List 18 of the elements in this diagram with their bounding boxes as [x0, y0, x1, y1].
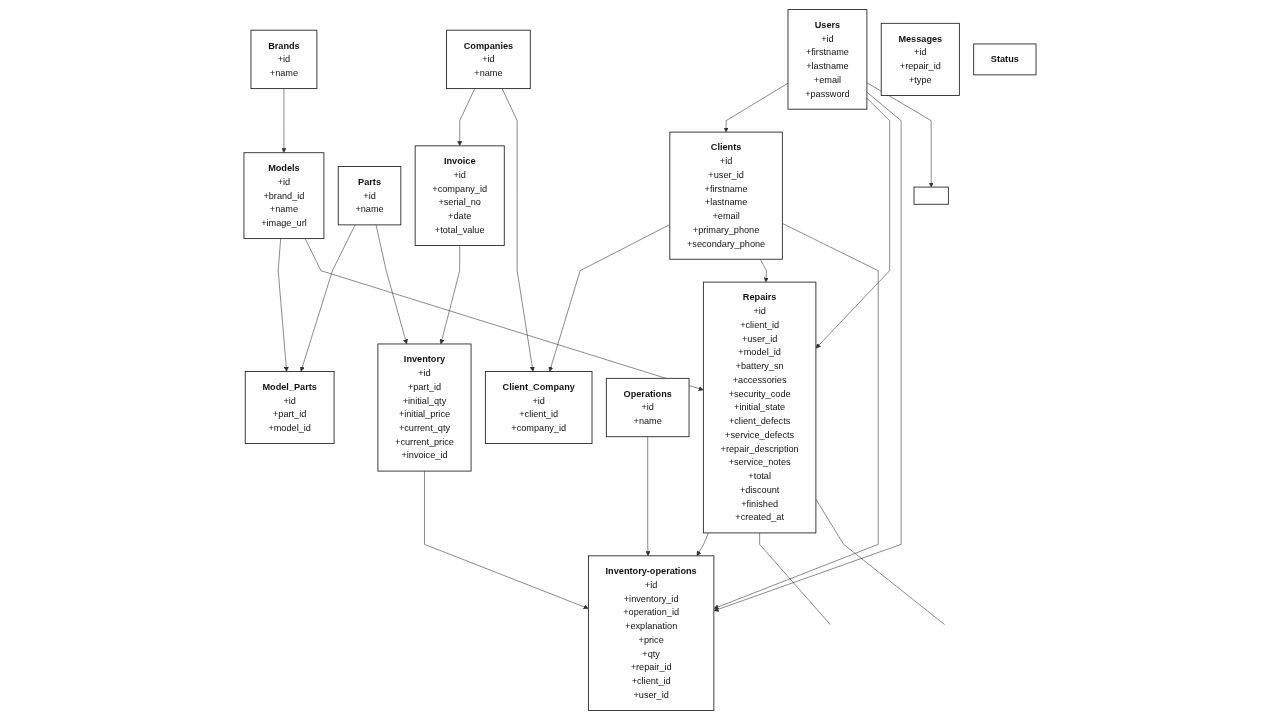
connector — [759, 532, 831, 625]
connector — [815, 498, 945, 625]
node-box: Users +id +firstname +lastname +email +password — [787, 9, 868, 110]
node-box: Repairs +id +client_id +user_id +model_id +battery_sn +accessories +security_code +initial_state +client_defects +service_defects +repair_description +service_notes +total +discount +finished +created_at — [702, 281, 817, 534]
node-box — [913, 186, 949, 205]
node-box: Status — [973, 43, 1037, 76]
node-box: Invoice +id +company_id +serial_no +date +total_value — [414, 145, 505, 246]
node-box: Messages +id +repair_id +type — [880, 22, 960, 96]
node-box: Parts +id +name — [337, 166, 402, 226]
node-box: Brands +id +name — [250, 29, 318, 90]
node-box: Operations +id +name — [605, 377, 690, 438]
node-box: Inventory +id +part_id +initial_qty +initial_price +current_qty +current_price +invoice_id — [377, 343, 472, 472]
node-box: Models +id +brand_id +name +image_url — [243, 152, 325, 240]
node-box: Inventory-operations +id +inventory_id +operation_id +explanation +price +qty +repair_id +client_id +user_id — [587, 555, 715, 711]
node-box: Model_Parts +id +part_id +model_id — [244, 371, 335, 445]
node-box: Client_Company +id +client_id +company_id — [484, 371, 593, 445]
node-box: Clients +id +user_id +firstname +lastname +email +primary_phone +secondary_phone — [669, 131, 783, 260]
node-box: Companies +id +name — [446, 29, 531, 90]
